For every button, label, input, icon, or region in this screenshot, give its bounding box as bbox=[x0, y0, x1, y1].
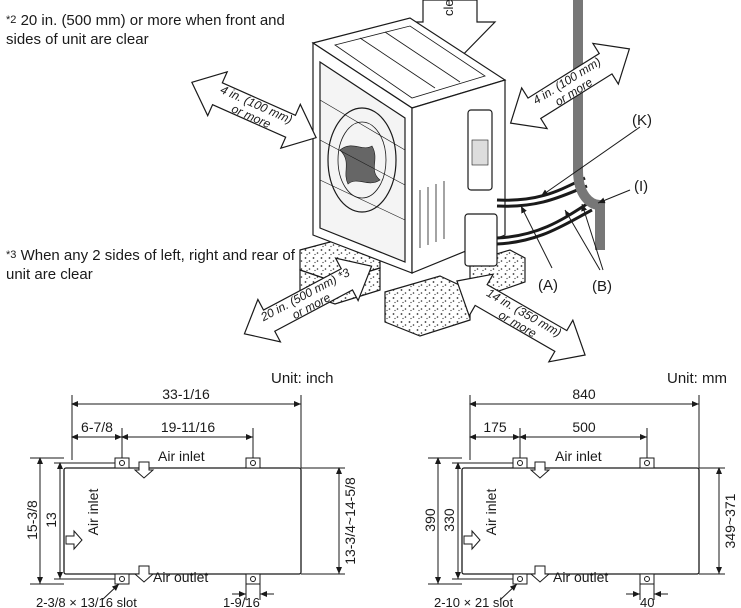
inch-bolt-span: 19-11/16 bbox=[161, 419, 215, 435]
mm-right-depth: 349~371 bbox=[722, 493, 738, 548]
inch-slot-label: 2-3/8 × 13/16 slot bbox=[36, 595, 137, 608]
inch-unit-outline bbox=[63, 467, 302, 575]
mm-overall-depth: 390 bbox=[422, 508, 438, 532]
note-2-mark: *2 bbox=[6, 14, 17, 26]
inch-overall-depth: 15-3/8 bbox=[24, 500, 40, 540]
mm-foot-width: 40 bbox=[640, 595, 654, 608]
note-2: *2 20 in. (500 mm) or more when front an… bbox=[6, 11, 306, 49]
clearance-left-arrow: 4 in. (100 mm) or more bbox=[191, 70, 317, 150]
mm-bolt-span: 500 bbox=[572, 419, 596, 435]
inch-air-inlet-top: Air inlet bbox=[158, 448, 205, 464]
inch-left-offset: 6-7/8 bbox=[81, 419, 113, 435]
mm-air-inlet-side: Air inlet bbox=[483, 489, 499, 536]
part-I-label: (I) bbox=[634, 178, 648, 195]
inch-bolt-depth: 13 bbox=[43, 512, 59, 528]
mm-unit-outline bbox=[461, 467, 700, 575]
inch-air-outlet-arrow bbox=[133, 565, 155, 583]
inch-overall-width: 33-1/16 bbox=[162, 386, 210, 402]
mm-plan: Unit: mm bbox=[422, 370, 738, 608]
part-A-label: (A) bbox=[538, 277, 558, 294]
inch-air-outlet: Air outlet bbox=[153, 569, 208, 585]
mm-bolt-depth: 330 bbox=[441, 508, 457, 532]
note-3-text: When any 2 sides of left, right and rear… bbox=[6, 247, 295, 283]
inch-air-inlet-side-arrow bbox=[65, 529, 83, 551]
mm-slot-label: 2-10 × 21 slot bbox=[434, 595, 514, 608]
inch-plan: Unit: inch bbox=[24, 370, 358, 608]
mm-air-inlet-top-arrow bbox=[529, 461, 551, 479]
mm-air-outlet-arrow bbox=[529, 565, 551, 583]
mm-left-offset: 175 bbox=[483, 419, 507, 435]
inch-unit-label: Unit: inch bbox=[271, 370, 334, 387]
valve-cover bbox=[464, 213, 498, 267]
clearance-right-arrow: 4 in. (100 mm) or more bbox=[509, 42, 631, 130]
mm-air-inlet-top: Air inlet bbox=[555, 448, 602, 464]
part-B-label: (B) bbox=[592, 278, 612, 295]
note-3: *3 When any 2 sides of left, right and r… bbox=[6, 246, 298, 284]
mm-overall-width: 840 bbox=[572, 386, 596, 402]
part-K-label: (K) bbox=[632, 112, 652, 129]
inch-air-inlet-top-arrow bbox=[133, 461, 155, 479]
note-2-text: 20 in. (500 mm) or more when front and s… bbox=[6, 12, 285, 48]
inch-right-depth: 13-3/4~14-5/8 bbox=[342, 477, 358, 565]
mm-unit-label: Unit: mm bbox=[667, 370, 727, 387]
top-clearance-label: cle bbox=[441, 0, 456, 16]
inch-foot-width: 1-9/16 bbox=[223, 595, 260, 608]
top-clearance-arrow bbox=[403, 0, 497, 69]
inch-air-inlet-side: Air inlet bbox=[85, 489, 101, 536]
mm-air-outlet: Air outlet bbox=[553, 569, 608, 585]
mm-air-inlet-side-arrow bbox=[463, 529, 481, 551]
note-3-mark: *3 bbox=[6, 249, 17, 261]
